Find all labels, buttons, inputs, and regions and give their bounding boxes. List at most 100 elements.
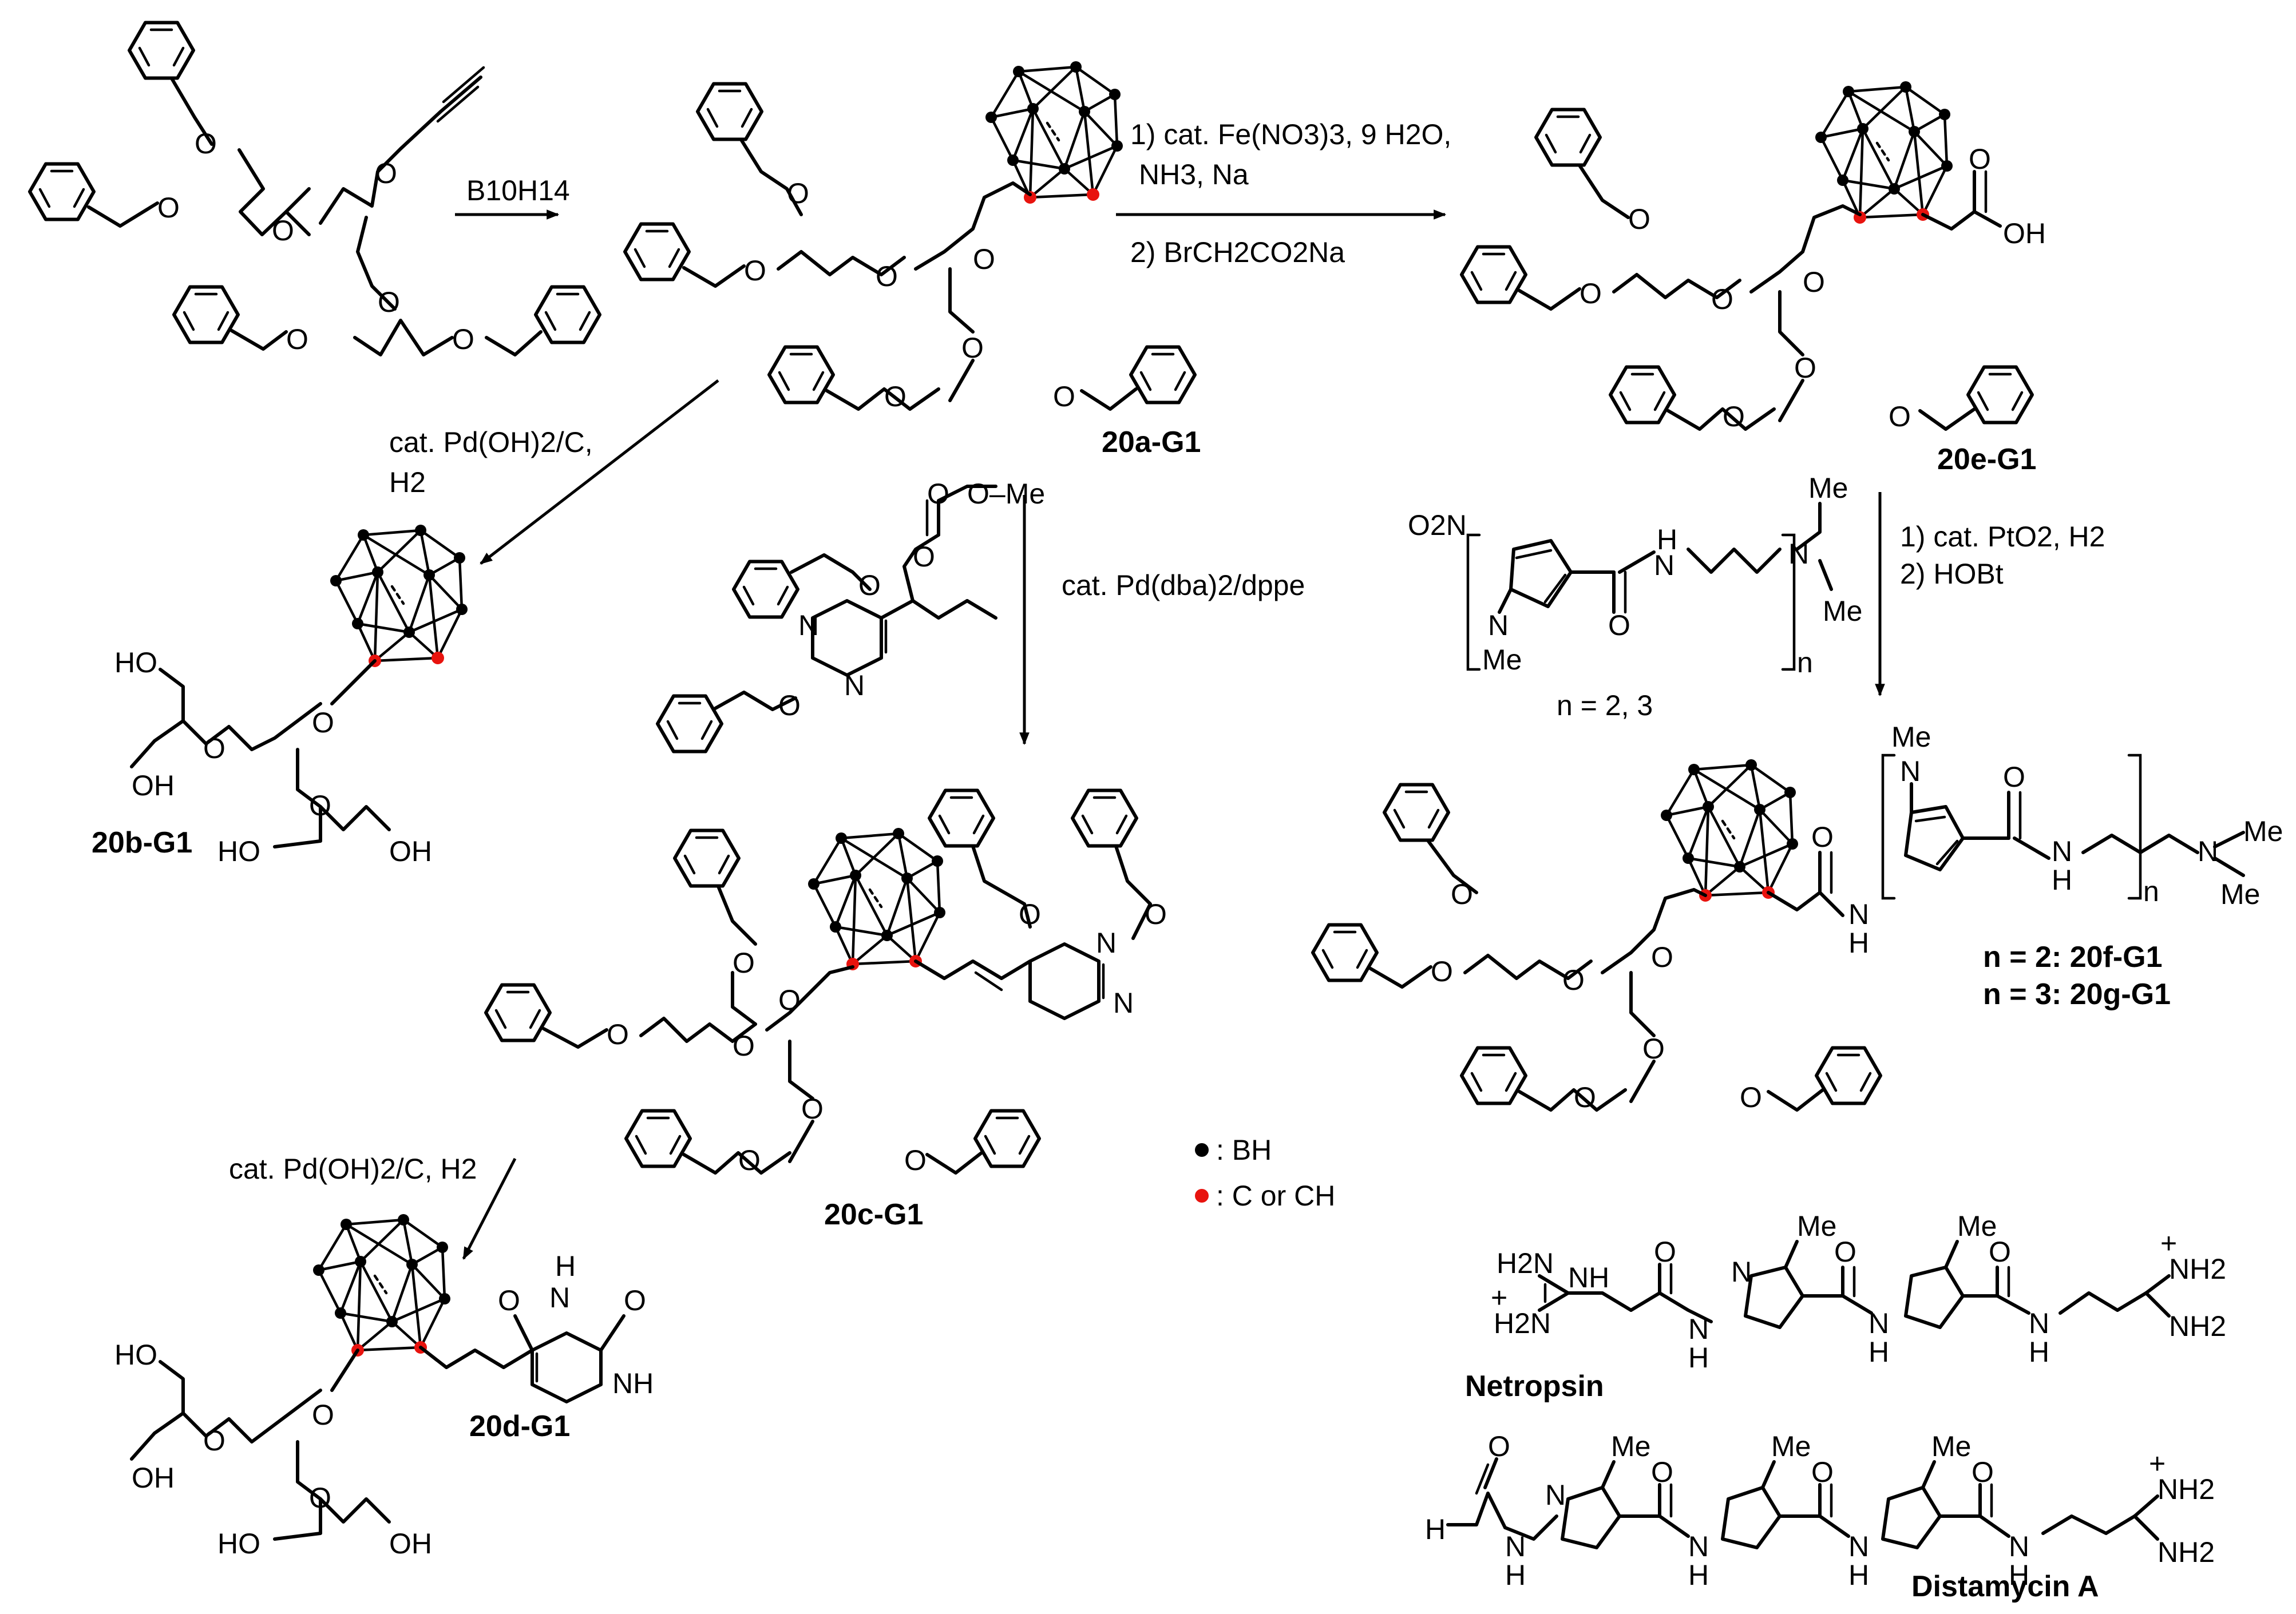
atom-n: N [1505,1530,1526,1563]
atom-o: O [1834,1236,1856,1268]
netropsin-structure: H2N + H2N NH O N H N Me O N H Me O N H N… [1465,1210,2226,1403]
atom-methyl: Me [1611,1430,1650,1462]
benzene-ring [1536,110,1600,165]
label-20d-g1: 20d-G1 [469,1410,570,1443]
atom-oh: OH [2003,217,2046,249]
legend-bh-marker [1195,1143,1209,1157]
atom-o: O [1145,898,1167,930]
reagent-pd-hydroxide: cat. Pd(OH)2/C, [389,426,593,458]
benzene-ring [1610,367,1675,423]
label-distamycin-a: Distamycin A [1911,1570,2099,1603]
atom-o: O [1608,609,1630,641]
benzene-ring [769,347,833,403]
atom-n: N [1869,1307,1889,1339]
atom-nh2: NH2 [2169,1310,2226,1342]
carborane-cage [313,1214,450,1357]
atom-h: H [2009,1559,2029,1591]
atom-methyl: Me [1957,1210,1997,1242]
atom-o: O [1651,941,1673,973]
atom-o: O [1972,1456,1994,1488]
atom-h: H [1425,1513,1446,1545]
benzene-ring [129,23,193,78]
carborane-cage [808,828,945,970]
reagent-nh3-na: NH3, Na [1139,158,1249,191]
benzene-ring [658,696,722,752]
atom-n: N [2052,835,2072,867]
atom-o: O [157,192,180,224]
atom-methyl: Me [1808,472,1848,504]
atom-o: O [624,1284,646,1316]
atom-o: O [876,260,898,292]
atom-n: N [1848,1530,1869,1563]
atom-o: O [913,541,935,573]
atom-h: H [1657,524,1677,556]
benzene-ring [1384,785,1448,840]
atom-n: N [1545,1479,1566,1511]
atom-o: O [858,569,881,601]
reagent-hobt: 2) HOBt [1900,558,2004,590]
benzene-ring [486,985,550,1041]
distamycin-a-structure: H O N H N Me O N H Me O N H Me O N H NH2… [1425,1430,2215,1603]
benzene-ring [1462,1048,1526,1104]
atom-n: N [1900,755,1921,787]
charge-plus: + [2149,1448,2166,1480]
atom-o: O [1642,1033,1665,1065]
atom-n: N [1654,549,1675,581]
atom-methyl: Me [2243,815,2283,847]
repeat-n: n [2143,875,2159,907]
atom-nh2: NH2 [2158,1536,2215,1568]
compound-20d-g1: HO OH O O O HO OH O O H N NH 20d-G1 [114,1214,654,1560]
compound-20a-g1: O O O O O O O 20a-G1 [625,61,1201,459]
atom-o: O [309,790,331,822]
atom-o: O [778,689,801,721]
atom-methyl: Me [1771,1430,1811,1462]
carborane-cage [330,525,468,667]
label-20f-g1: n = 2: 20f-G1 [1983,941,2163,974]
label-20a-g1: 20a-G1 [1102,426,1201,459]
atom-ho: HO [114,647,157,679]
atom-h: H [1505,1559,1526,1591]
atom-n: N [1688,1313,1709,1345]
label-20e-g1: 20e-G1 [1937,443,2036,476]
starting-material-propargyl-dendron: O O O O O O O [30,23,600,356]
charge-plus: + [1491,1282,1507,1314]
atom-o: O [1654,1236,1676,1268]
atom-o: O [1562,964,1585,996]
atom-n: N [1848,898,1869,930]
benzene-ring [626,1111,690,1167]
legend-c-label: : C or CH [1216,1180,1335,1212]
atom-o: O [452,323,474,355]
benzene-ring [30,164,94,220]
carborane-cage [985,61,1123,204]
label-20c-g1: 20c-G1 [824,1198,923,1231]
atom-o: O [884,380,906,413]
atom-ho: HO [217,835,260,867]
benzene-ring [536,287,600,343]
atom-o: O [801,1093,824,1125]
atom-o: O [1811,821,1834,853]
atom-h: H [1688,1342,1709,1374]
charge-plus: + [2160,1227,2177,1259]
reagent-pd-hydroxide-h2: cat. Pd(OH)2/C, H2 [229,1153,477,1185]
atom-o: O [195,128,217,160]
benzene-ring [698,84,762,140]
compound-20b-g1: HO OH O O O HO OH 20b-G1 [92,525,468,867]
atom-o: O [375,157,397,189]
atom-o: O [272,215,294,247]
atom-n: N [1113,987,1134,1019]
atom-oh: OH [132,770,175,802]
benzene-ring [975,1111,1039,1167]
atom-n: N [2198,835,2218,867]
atom-o: O [1740,1081,1762,1113]
reagent-bromoacetate: 2) BrCH2CO2Na [1130,236,1345,268]
benzene-ring [675,831,739,886]
atom-n: N [1688,1530,1709,1563]
atom-h: H [2029,1336,2049,1368]
reaction-arrow-to-20b [480,379,719,565]
atom-o-methyl: O–Me [967,478,1045,510]
reagent-b10h14: B10H14 [466,175,570,207]
atom-n: N [1731,1256,1752,1288]
atom-h: H [555,1250,576,1282]
carborane-cage [1661,759,1798,902]
